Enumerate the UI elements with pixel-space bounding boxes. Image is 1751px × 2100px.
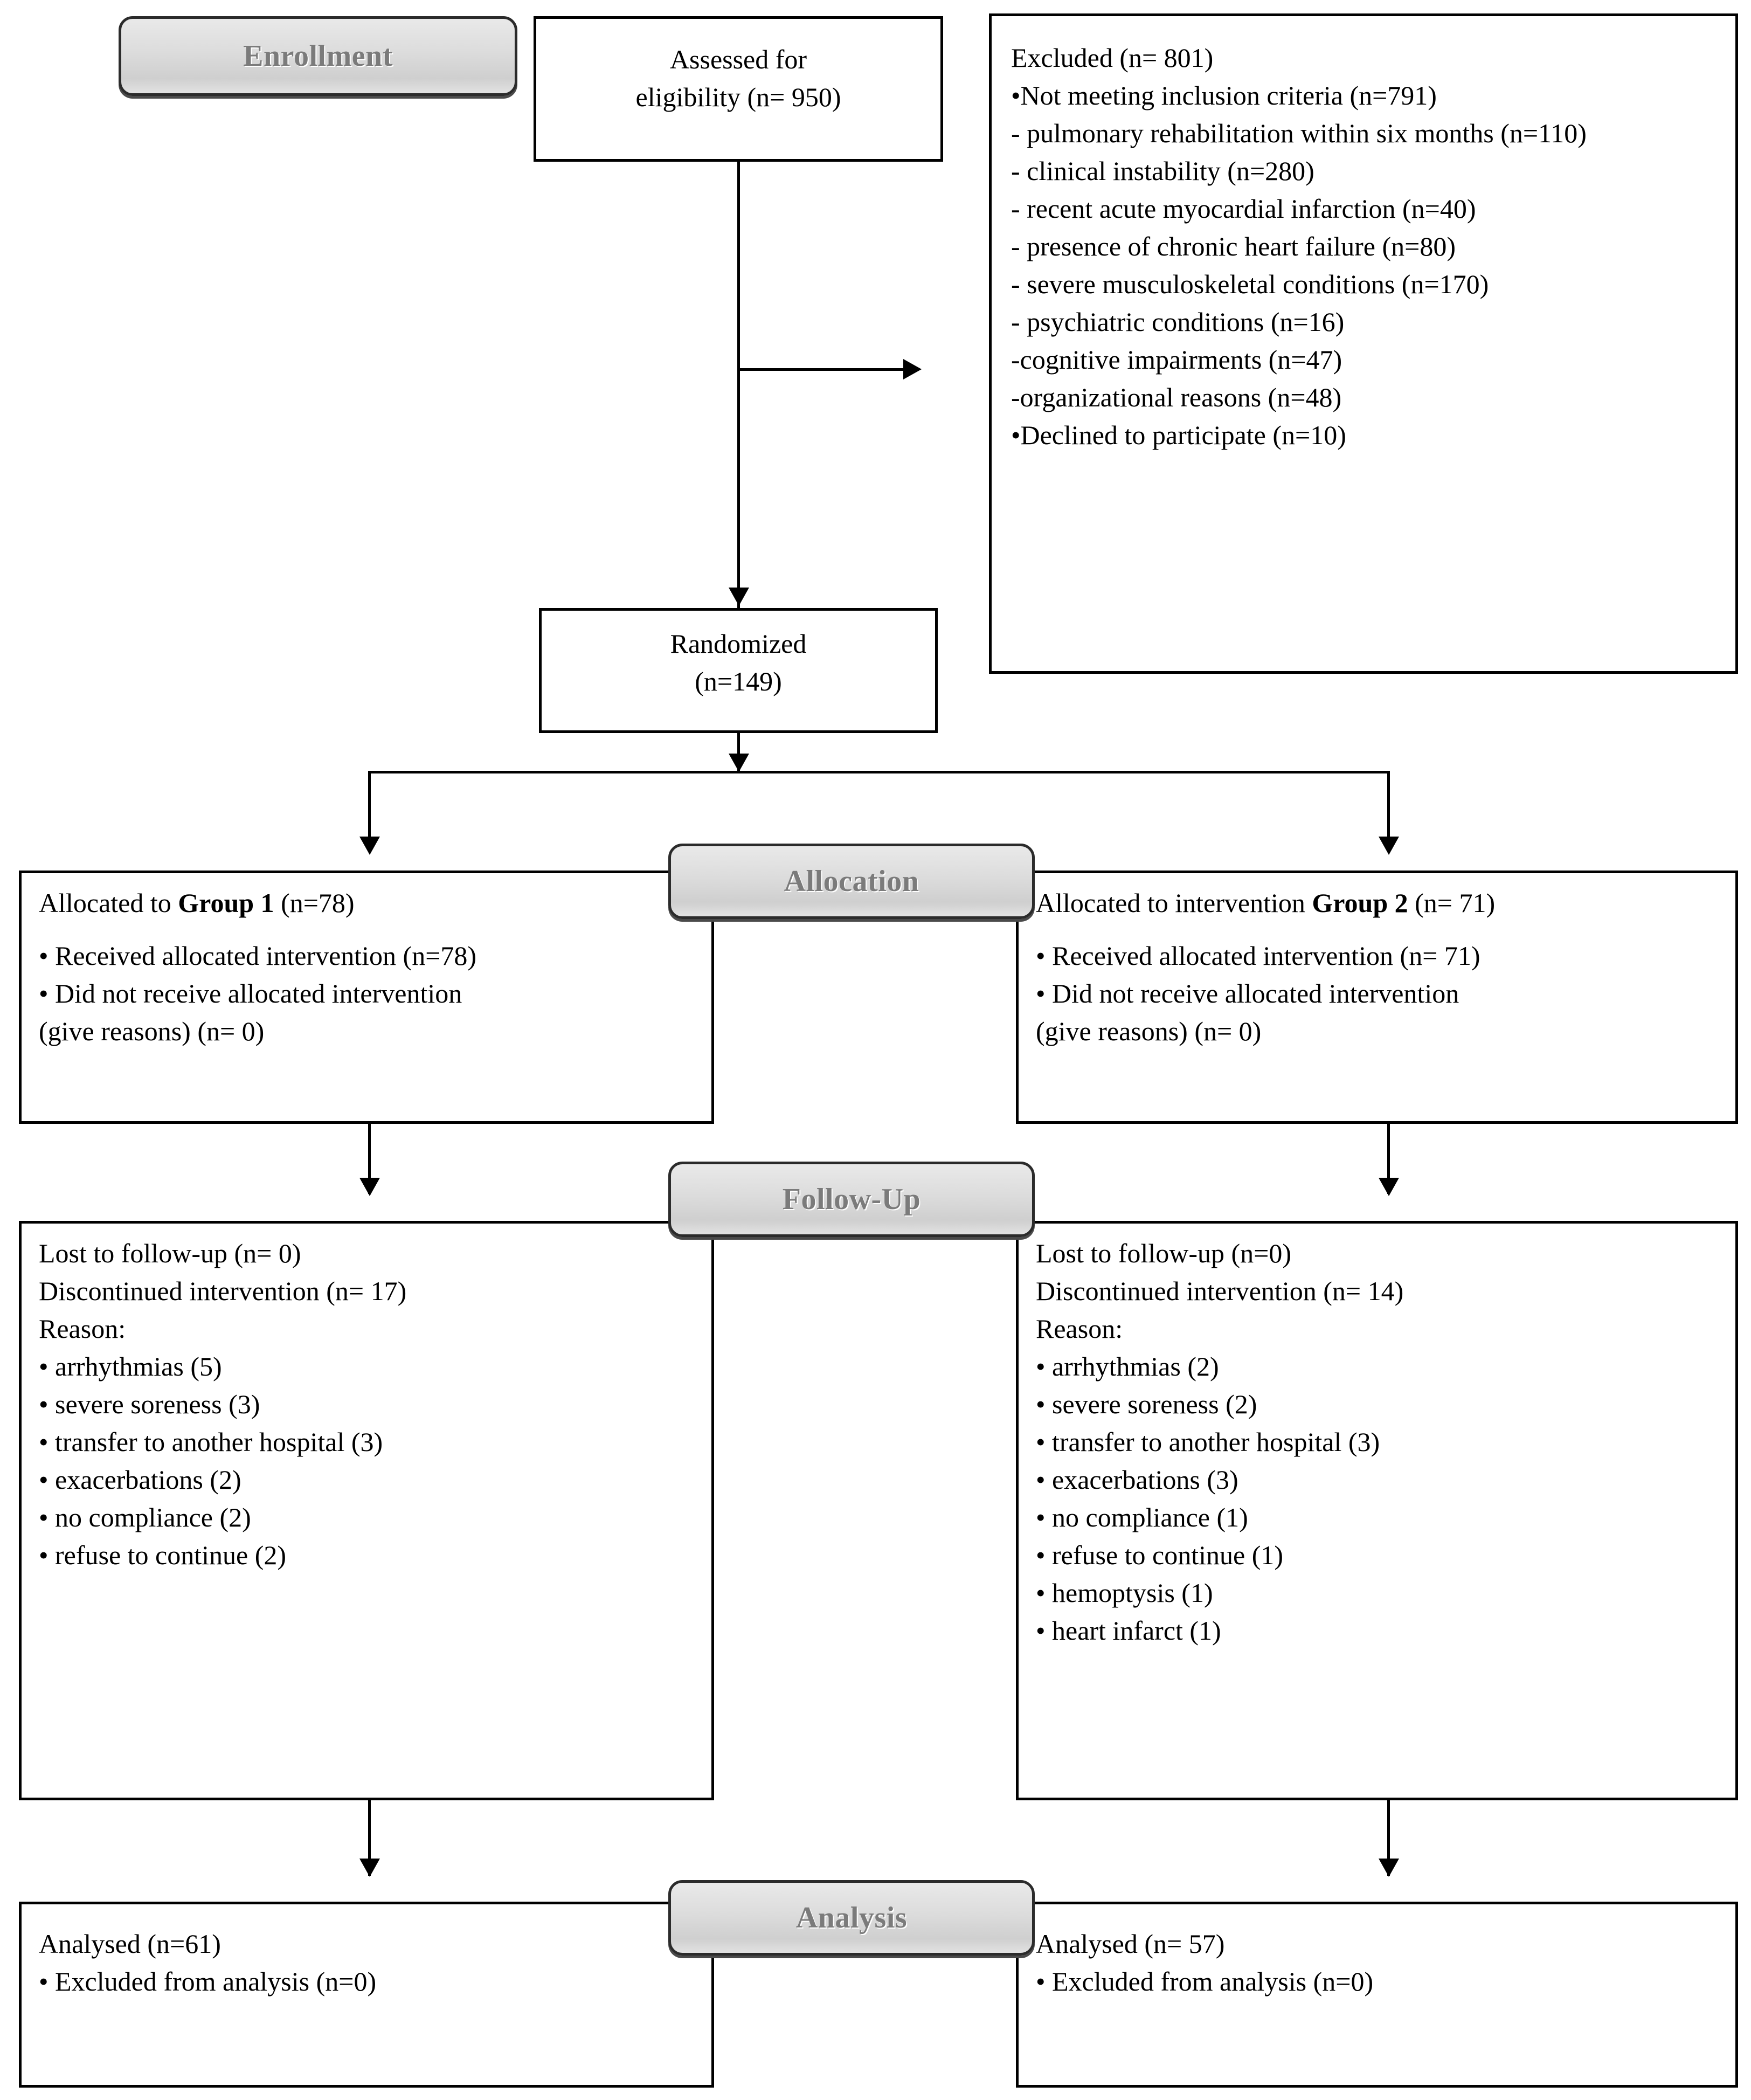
stage-label-enrollment: Enrollment — [243, 39, 393, 73]
allocation-left-title-suffix: (n=78) — [274, 888, 355, 918]
stage-banner-followup: Follow-Up — [668, 1162, 1035, 1237]
followup-left-lost: Lost to follow-up (n= 0) — [39, 1238, 301, 1268]
followup-right-reason: • no compliance (1) — [1036, 1502, 1248, 1532]
connector-assessed-to-randomized — [737, 162, 740, 608]
analysis-box-group2: Analysed (n= 57) • Excluded from analysi… — [1016, 1902, 1738, 2088]
excluded-item: - presence of chronic heart failure (n=8… — [1011, 231, 1456, 261]
followup-box-group1: Lost to follow-up (n= 0) Discontinued in… — [19, 1221, 714, 1800]
excluded-item: - pulmonary rehabilitation within six mo… — [1011, 118, 1587, 148]
split-bar-allocation — [368, 771, 1390, 773]
allocation-right-title-prefix: Allocated to intervention — [1036, 888, 1312, 918]
arrowhead-to-randomized — [729, 588, 749, 606]
allocation-right-group-name: Group 2 — [1312, 888, 1408, 918]
stage-label-followup: Follow-Up — [782, 1183, 921, 1216]
randomized-box: Randomized (n=149) — [539, 608, 938, 733]
followup-left-reason: • arrhythmias (5) — [39, 1351, 222, 1381]
stage-banner-enrollment: Enrollment — [119, 16, 517, 96]
analysis-left-excluded: • Excluded from analysis (n=0) — [39, 1966, 377, 1997]
followup-right-reason: • arrhythmias (2) — [1036, 1351, 1219, 1381]
allocation-right-title-suffix: (n= 71) — [1408, 888, 1496, 918]
arrowhead-analysis-left — [359, 1859, 380, 1877]
allocation-left-item: • Received allocated intervention (n=78) — [39, 941, 477, 971]
randomized-line-1: Randomized — [670, 628, 807, 659]
connector-to-excluded — [737, 368, 910, 371]
followup-left-reason: • transfer to another hospital (3) — [39, 1427, 383, 1457]
followup-left-reason-label: Reason: — [39, 1314, 126, 1344]
allocation-left-item: (give reasons) (n= 0) — [39, 1016, 265, 1046]
followup-right-reason: • exacerbations (3) — [1036, 1465, 1238, 1495]
followup-right-reason: • hemoptysis (1) — [1036, 1578, 1213, 1608]
connector-randomized-down — [737, 733, 740, 771]
followup-left-discontinued: Discontinued intervention (n= 17) — [39, 1276, 407, 1306]
followup-left-reason: • refuse to continue (2) — [39, 1540, 287, 1570]
excluded-title: Excluded (n= 801) — [1011, 43, 1214, 73]
excluded-item: -organizational reasons (n=48) — [1011, 382, 1342, 412]
allocation-left-title-prefix: Allocated to — [39, 888, 178, 918]
analysis-right-analysed: Analysed (n= 57) — [1036, 1929, 1225, 1959]
excluded-item: - psychiatric conditions (n=16) — [1011, 307, 1345, 337]
excluded-item: •Declined to participate (n=10) — [1011, 420, 1346, 450]
split-left-drop — [368, 771, 371, 852]
followup-right-lost: Lost to follow-up (n=0) — [1036, 1238, 1291, 1268]
stage-banner-allocation: Allocation — [668, 844, 1035, 919]
followup-left-reason: • no compliance (2) — [39, 1502, 251, 1532]
allocation-box-group2: Allocated to intervention Group 2 (n= 71… — [1016, 871, 1738, 1124]
followup-right-reason: • refuse to continue (1) — [1036, 1540, 1284, 1570]
connector-followup-left-to-analysis — [368, 1800, 371, 1876]
randomized-line-2: (n=149) — [695, 666, 782, 696]
excluded-item: -cognitive impairments (n=47) — [1011, 344, 1342, 375]
excluded-item: - recent acute myocardial infarction (n=… — [1011, 194, 1476, 224]
assessed-for-eligibility-box: Assessed for eligibility (n= 950) — [534, 16, 943, 162]
assessed-line-1: Assessed for — [669, 44, 807, 74]
followup-left-reason: • exacerbations (2) — [39, 1465, 241, 1495]
stage-label-allocation: Allocation — [784, 865, 919, 898]
followup-right-reason: • severe soreness (2) — [1036, 1389, 1257, 1419]
followup-box-group2: Lost to follow-up (n=0) Discontinued int… — [1016, 1221, 1738, 1800]
excluded-item: •Not meeting inclusion criteria (n=791) — [1011, 80, 1437, 110]
analysis-right-excluded: • Excluded from analysis (n=0) — [1036, 1966, 1374, 1997]
allocation-right-item: • Received allocated intervention (n= 71… — [1036, 941, 1480, 971]
arrowhead-allocation-left — [359, 837, 380, 855]
followup-right-reason: • heart infarct (1) — [1036, 1615, 1221, 1646]
allocation-right-item: • Did not receive allocated intervention — [1036, 978, 1459, 1008]
followup-right-reason: • transfer to another hospital (3) — [1036, 1427, 1380, 1457]
arrowhead-followup-right — [1379, 1178, 1399, 1196]
allocation-left-group-name: Group 1 — [178, 888, 274, 918]
connector-alloc-left-to-followup — [368, 1124, 371, 1194]
connector-followup-right-to-analysis — [1387, 1800, 1390, 1876]
allocation-left-item: • Did not receive allocated intervention — [39, 978, 462, 1008]
arrowhead-randomized-split — [729, 754, 749, 772]
arrowhead-analysis-right — [1379, 1859, 1399, 1877]
excluded-item: - clinical instability (n=280) — [1011, 156, 1314, 186]
arrowhead-followup-left — [359, 1178, 380, 1196]
excluded-box: Excluded (n= 801) •Not meeting inclusion… — [989, 13, 1738, 674]
analysis-box-group1: Analysed (n=61) • Excluded from analysis… — [19, 1902, 714, 2088]
followup-right-reason-label: Reason: — [1036, 1314, 1123, 1344]
arrowhead-allocation-right — [1379, 837, 1399, 855]
split-right-drop — [1387, 771, 1390, 852]
analysis-left-analysed: Analysed (n=61) — [39, 1929, 221, 1959]
assessed-line-2: eligibility (n= 950) — [635, 82, 841, 112]
followup-right-discontinued: Discontinued intervention (n= 14) — [1036, 1276, 1404, 1306]
excluded-item: - severe musculoskeletal conditions (n=1… — [1011, 269, 1489, 299]
allocation-left-title: Allocated to Group 1 (n=78) — [39, 885, 697, 921]
allocation-right-title: Allocated to intervention Group 2 (n= 71… — [1036, 885, 1721, 921]
stage-label-analysis: Analysis — [795, 1901, 908, 1935]
stage-banner-analysis: Analysis — [668, 1880, 1035, 1956]
allocation-box-group1: Allocated to Group 1 (n=78) • Received a… — [19, 871, 714, 1124]
connector-alloc-right-to-followup — [1387, 1124, 1390, 1194]
arrowhead-to-excluded — [903, 359, 922, 379]
followup-left-reason: • severe soreness (3) — [39, 1389, 260, 1419]
allocation-right-item: (give reasons) (n= 0) — [1036, 1016, 1262, 1046]
